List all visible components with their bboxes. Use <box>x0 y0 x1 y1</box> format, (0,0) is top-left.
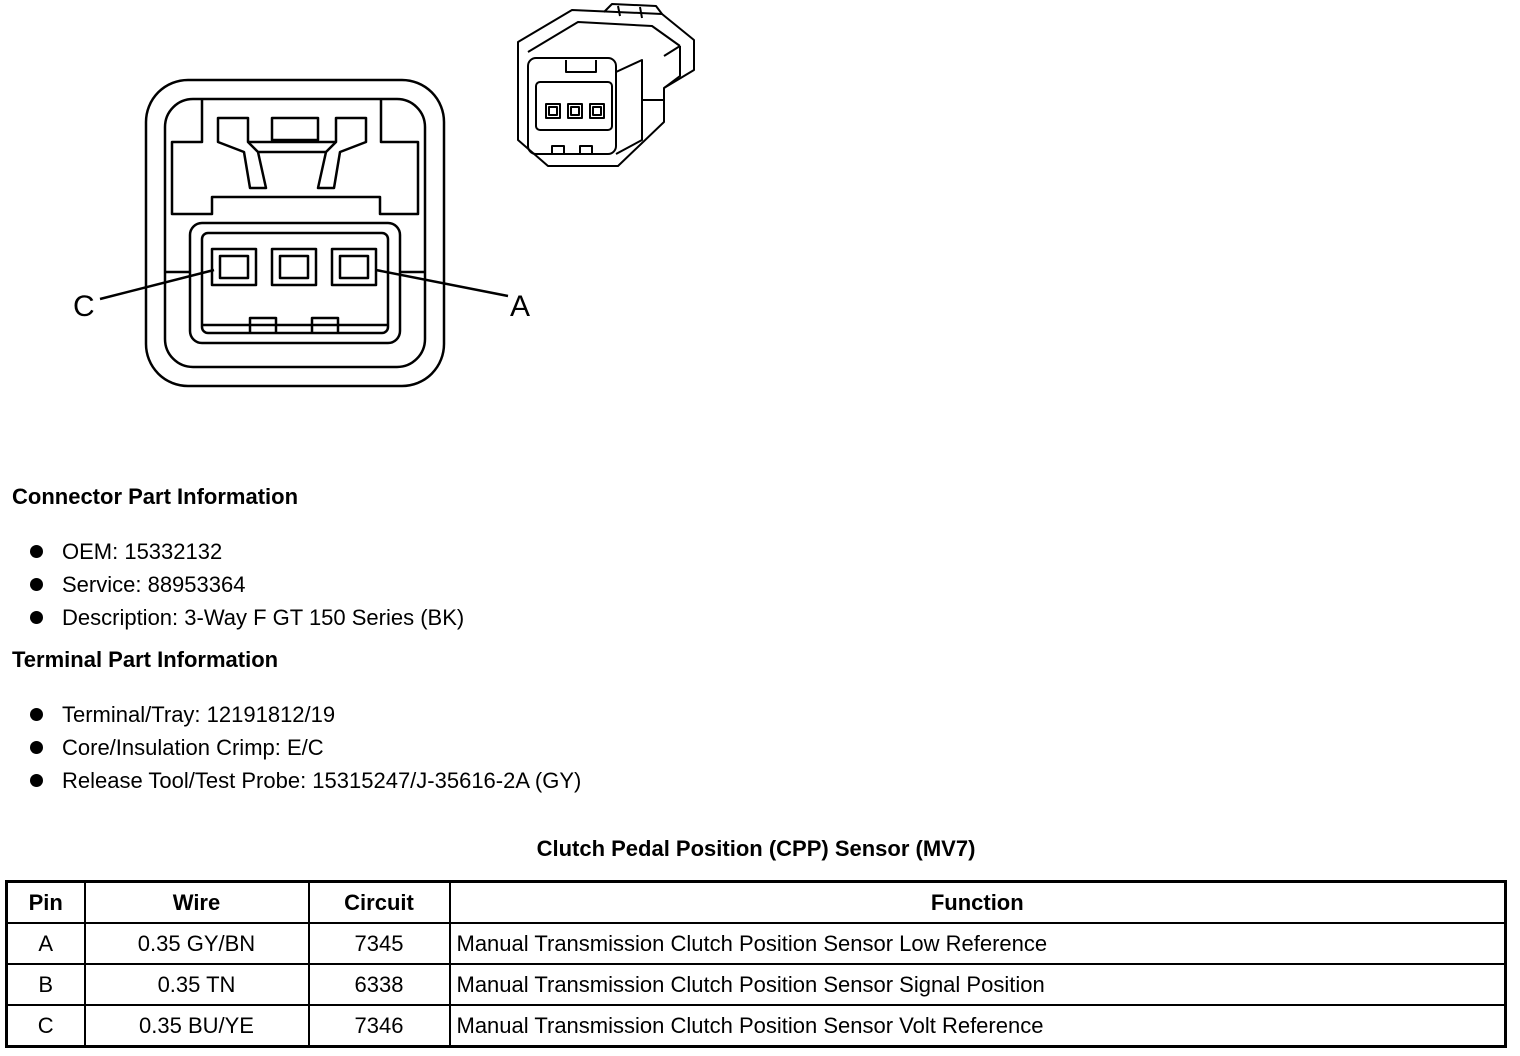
terminal-a <box>330 247 378 287</box>
cell-function: Manual Transmission Clutch Position Sens… <box>448 963 1507 1006</box>
list-item: Release Tool/Test Probe: 15315247/J-3561… <box>26 764 581 797</box>
terminal-info-list: Terminal/Tray: 12191812/19 Core/Insulati… <box>26 698 581 797</box>
pin-table: Pin Wire Circuit Function A 0.35 GY/BN 7… <box>5 880 1507 1048</box>
header-circuit: Circuit <box>307 880 451 924</box>
table-row: C 0.35 BU/YE 7346 Manual Transmission Cl… <box>5 1004 1507 1048</box>
connector-face-inner <box>163 97 427 369</box>
bullet-icon <box>30 708 43 721</box>
bullet-icon <box>30 774 43 787</box>
list-item: Terminal/Tray: 12191812/19 <box>26 698 581 731</box>
cell-function: Manual Transmission Clutch Position Sens… <box>448 922 1507 965</box>
terminal-cavity-inner <box>200 231 390 335</box>
cell-circuit: 7346 <box>307 1004 451 1048</box>
list-item: OEM: 15332132 <box>26 535 464 568</box>
terminal-b <box>270 247 318 287</box>
header-wire: Wire <box>83 880 310 924</box>
cell-pin: B <box>5 963 86 1006</box>
leader-line-a <box>375 268 509 298</box>
cell-wire: 0.35 TN <box>83 963 310 1006</box>
terminal-cavity-housing <box>188 221 402 345</box>
bullet-icon <box>30 545 43 558</box>
connector-diagram: C A <box>73 3 695 388</box>
pin-label-c: C <box>73 290 95 323</box>
list-item: Core/Insulation Crimp: E/C <box>26 731 581 764</box>
bullet-icon <box>30 578 43 591</box>
list-item: Service: 88953364 <box>26 568 464 601</box>
connector-face-outer <box>144 78 446 388</box>
cell-pin: C <box>5 1004 86 1048</box>
header-pin: Pin <box>5 880 86 924</box>
cell-circuit: 6338 <box>307 963 451 1006</box>
cell-circuit: 7345 <box>307 922 451 965</box>
cell-wire: 0.35 GY/BN <box>83 922 310 965</box>
cell-pin: A <box>5 922 86 965</box>
pin-label-a: A <box>510 290 530 323</box>
table-row: A 0.35 GY/BN 7345 Manual Transmission Cl… <box>5 922 1507 965</box>
latch-frame <box>170 99 420 216</box>
cell-wire: 0.35 BU/YE <box>83 1004 310 1048</box>
list-item: Description: 3-Way F GT 150 Series (BK) <box>26 601 464 634</box>
leader-line-c <box>99 268 215 301</box>
header-function: Function <box>448 880 1507 924</box>
latch-window <box>270 116 320 142</box>
terminal-info-heading: Terminal Part Information <box>12 647 279 672</box>
connector-info-list: OEM: 15332132 Service: 88953364 Descript… <box>26 535 464 634</box>
table-row: B 0.35 TN 6338 Manual Transmission Clutc… <box>5 963 1507 1006</box>
connector-iso-view <box>517 3 695 167</box>
connector-info-heading: Connector Part Information <box>12 484 299 509</box>
bullet-icon <box>30 741 43 754</box>
terminal-c <box>210 247 258 287</box>
pin-table-title: Clutch Pedal Position (CPP) Sensor (MV7) <box>536 836 976 861</box>
table-header-row: Pin Wire Circuit Function <box>5 880 1507 924</box>
bullet-icon <box>30 611 43 624</box>
cell-function: Manual Transmission Clutch Position Sens… <box>448 1004 1507 1048</box>
